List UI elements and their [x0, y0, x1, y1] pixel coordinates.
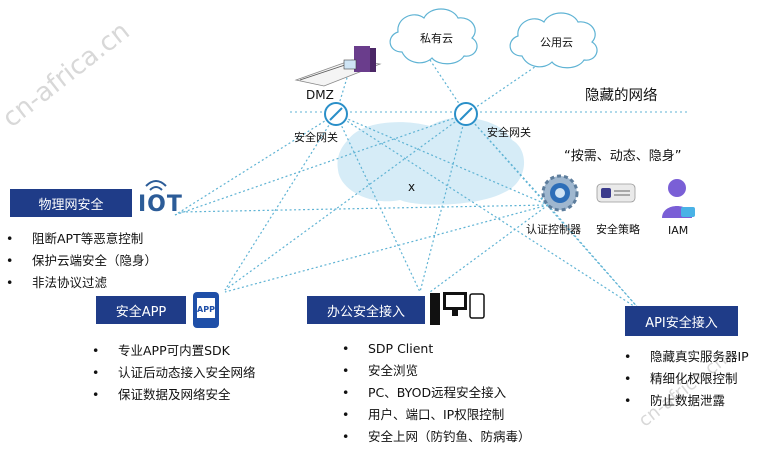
- list-item: 专业APP可内置SDK: [92, 340, 256, 362]
- iam-label: IAM: [668, 224, 689, 237]
- policy-badge-icon: [596, 183, 636, 203]
- iot-section-title: 物理网安全: [10, 189, 132, 217]
- app-bullet-list: 专业APP可内置SDK 认证后动态接入安全网络 保证数据及网络安全: [92, 340, 256, 406]
- iot-bullet-list: 阻断APT等恶意控制 保护云端安全（隐身） 非法协议过滤: [6, 228, 157, 294]
- svg-text:APP: APP: [197, 305, 215, 314]
- center-x-label: x: [408, 180, 416, 194]
- list-item: 隐藏真实服务器IP: [624, 346, 749, 368]
- list-item: 安全浏览: [342, 360, 531, 382]
- public-cloud-icon: [509, 12, 598, 69]
- public-cloud-label: 公用云: [540, 36, 573, 49]
- app-phone-icon: APP: [193, 292, 219, 328]
- api-section-title: API安全接入: [625, 306, 738, 336]
- list-item: 防止数据泄露: [624, 390, 749, 412]
- hidden-network-blob: [337, 117, 525, 205]
- list-item: 安全上网（防钓鱼、防病毒）: [342, 426, 531, 448]
- list-item: 保护云端安全（隐身）: [6, 250, 157, 272]
- private-cloud-label: 私有云: [420, 32, 453, 45]
- policy-label: 安全策略: [596, 223, 640, 236]
- office-devices-icon: [430, 292, 485, 325]
- iam-user-icon: [662, 179, 695, 218]
- list-item: SDP Client: [342, 338, 531, 360]
- private-cloud-icon: [389, 8, 478, 65]
- iot-logo: IOT: [138, 192, 183, 217]
- office-bullet-list: SDP Client 安全浏览 PC、BYOD远程安全接入 用户、端口、IP权限…: [342, 338, 531, 448]
- connection-lines: [174, 59, 641, 311]
- dmz-server-icon: [294, 46, 382, 87]
- gateway-left-label: 安全网关: [294, 131, 338, 144]
- app-section-title: 安全APP: [96, 296, 186, 324]
- hidden-network-title: 隐藏的网络: [585, 88, 658, 104]
- office-section-title: 办公安全接入: [307, 296, 425, 324]
- gateway-right-label: 安全网关: [487, 126, 531, 139]
- controller-label: 认证控制器: [526, 223, 581, 236]
- controller-gear-icon: [541, 174, 579, 212]
- list-item: 认证后动态接入安全网络: [92, 362, 256, 384]
- list-item: 用户、端口、IP权限控制: [342, 404, 531, 426]
- slogan: “按需、动态、隐身”: [564, 149, 682, 164]
- api-bullet-list: 隐藏真实服务器IP 精细化权限控制 防止数据泄露: [624, 346, 749, 412]
- dmz-label: DMZ: [306, 88, 334, 102]
- gateway-left-icon: [324, 102, 348, 126]
- list-item: 保证数据及网络安全: [92, 384, 256, 406]
- list-item: PC、BYOD远程安全接入: [342, 382, 531, 404]
- list-item: 非法协议过滤: [6, 272, 157, 294]
- gateway-right-icon: [454, 102, 478, 126]
- iot-waves-icon: [145, 180, 167, 191]
- list-item: 阻断APT等恶意控制: [6, 228, 157, 250]
- list-item: 精细化权限控制: [624, 368, 749, 390]
